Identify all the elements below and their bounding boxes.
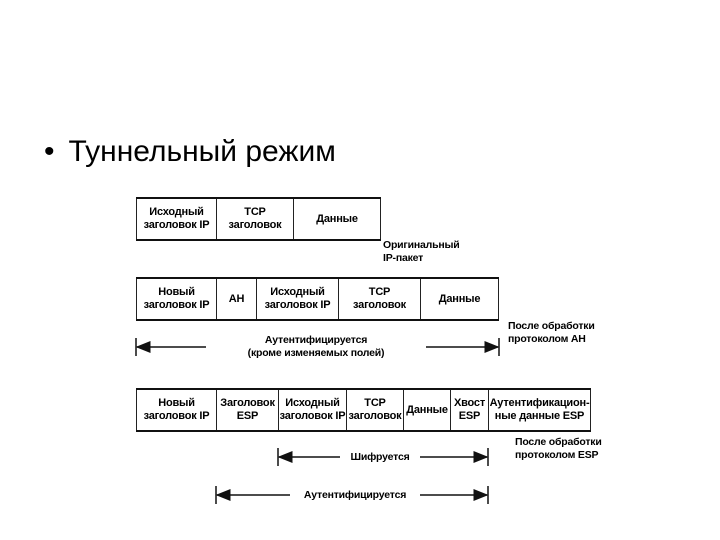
esp-auth-arrow xyxy=(215,486,489,504)
ah-header-cell: AH xyxy=(216,279,256,319)
esp-encrypt-arrow xyxy=(277,448,489,466)
esp-auth-label: Аутентифицируется xyxy=(303,489,407,501)
ah-auth-arrow xyxy=(135,338,500,356)
esp-encrypt-label: Шифруется xyxy=(350,451,410,463)
slide-title: • Туннельный режим xyxy=(44,132,336,172)
bullet-dot: • xyxy=(44,135,55,168)
esp-tcp-header-cell: TCP заголовок xyxy=(346,390,403,430)
ah-auth-label: Аутентифицируется (кроме изменяемых поле… xyxy=(247,334,385,359)
esp-new-ip-header-cell: Новый заголовок IP xyxy=(136,390,216,430)
esp-original-ip-header-cell: Исходный заголовок IP xyxy=(278,390,346,430)
esp-trailer-cell: Хвост ESP xyxy=(450,390,488,430)
ah-new-ip-header-cell: Новый заголовок IP xyxy=(136,279,216,319)
title-text: Туннельный режим xyxy=(68,135,336,168)
ah-data-cell: Данные xyxy=(420,279,499,319)
original-packet-label: Оригинальный IP-пакет xyxy=(383,239,460,264)
original-data-cell: Данные xyxy=(293,199,381,239)
ah-side-label: После обработки протоколом AH xyxy=(508,320,595,345)
esp-data-cell: Данные xyxy=(403,390,450,430)
esp-auth-data-cell: Аутентификацион- ные данные ESP xyxy=(488,390,591,430)
esp-header-cell: Заголовок ESP xyxy=(216,390,278,430)
esp-packet-row: Новый заголовок IP Заголовок ESP Исходны… xyxy=(136,388,591,432)
ah-original-ip-header-cell: Исходный заголовок IP xyxy=(256,279,338,319)
original-tcp-header-cell: TCP заголовок xyxy=(216,199,293,239)
original-ip-header-cell: Исходный заголовок IP xyxy=(136,199,216,239)
ah-tcp-header-cell: TCP заголовок xyxy=(338,279,420,319)
esp-side-label: После обработки протоколом ESP xyxy=(515,436,602,461)
original-packet-row: Исходный заголовок IP TCP заголовок Данн… xyxy=(136,197,381,241)
ah-packet-row: Новый заголовок IP AH Исходный заголовок… xyxy=(136,277,499,321)
